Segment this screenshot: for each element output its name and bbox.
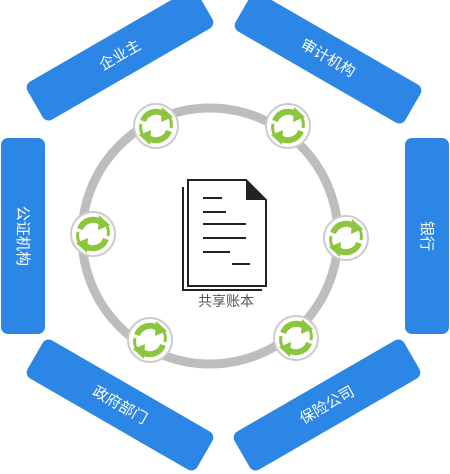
- party-label-right: 银行: [418, 221, 436, 251]
- party-block-left: 公证机构: [1, 138, 45, 334]
- party-block-right: 银行: [405, 138, 449, 334]
- sync-icon: [134, 104, 178, 148]
- sync-icon: [128, 318, 172, 362]
- center-label: 共享账本: [198, 293, 254, 310]
- party-label-left: 公证机构: [14, 206, 32, 266]
- sync-icon: [274, 316, 318, 360]
- sync-icon: [324, 216, 368, 260]
- party-block-top-right: 审计机构: [234, 0, 422, 124]
- sync-icon: [266, 104, 310, 148]
- sync-icon: [71, 212, 115, 256]
- document-icon: [182, 179, 267, 291]
- party-block-top-left: 企业主: [26, 0, 214, 121]
